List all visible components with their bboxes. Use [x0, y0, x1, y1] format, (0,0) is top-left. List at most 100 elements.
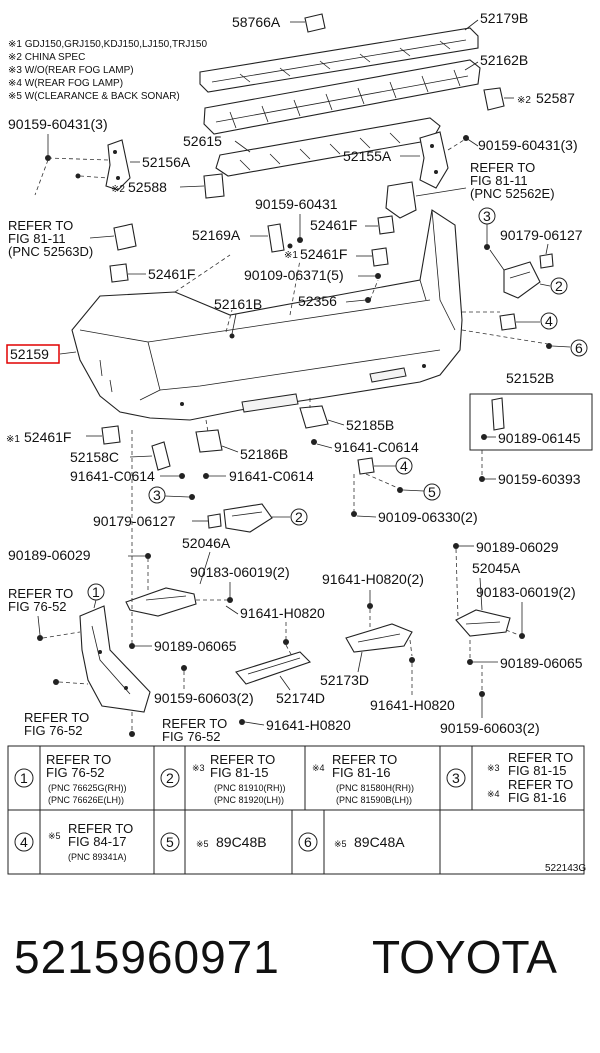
label-91641-H0820-2: 91641-H0820(2)	[322, 571, 424, 587]
part-52155A-side-retainer	[419, 131, 449, 189]
label-90109-06330: 90109-06330(2)	[378, 509, 478, 525]
part-52461F-upper	[377, 215, 395, 235]
callout-1: 1	[92, 584, 100, 600]
part-lamp-bracket-right	[385, 181, 417, 219]
label-52587: 52587	[536, 90, 575, 106]
label-90189-06029-right: 90189-06029	[476, 539, 559, 555]
svg-text:FIG 81-16: FIG 81-16	[332, 765, 391, 780]
label-52159-highlight: 52159	[10, 346, 49, 362]
mark-spec-52461F-d: ※1	[6, 434, 20, 445]
callout-3-upper: 3	[483, 208, 491, 224]
part-fog-lamp-right	[503, 261, 541, 299]
part-52046A-bracket	[125, 587, 197, 617]
diagram-id: 522143G	[545, 863, 586, 874]
label-90189-06065-right: 90189-06065	[500, 655, 583, 671]
part-sonar-bracket-right	[357, 457, 375, 475]
label-90183-06019-left: 90183-06019(2)	[190, 564, 290, 580]
label-52161B: 52161B	[214, 296, 262, 312]
legend-num-3: 3	[452, 770, 460, 786]
svg-text:FIG 81-16: FIG 81-16	[508, 790, 567, 805]
svg-text:REFER TO: REFER TO	[508, 777, 573, 792]
highlight-52159: 52159	[6, 344, 60, 364]
svg-text:(PNC 76626E(LH)): (PNC 76626E(LH))	[48, 795, 124, 805]
callout-4-upper: 4	[545, 313, 553, 329]
part-clip-90179-right	[539, 253, 554, 269]
svg-text:(PNC 52563D): (PNC 52563D)	[8, 244, 93, 259]
callout-2-upper: 2	[555, 278, 563, 294]
svg-text:REFER TO: REFER TO	[470, 160, 535, 175]
svg-text:REFER TO: REFER TO	[46, 752, 111, 767]
label-52173D: 52173D	[320, 672, 369, 688]
label-90179-06127-left: 90179-06127	[93, 513, 176, 529]
callout-6: 6	[575, 340, 583, 356]
part-mudguard-left	[79, 605, 151, 713]
svg-text:FIG 76-52: FIG 76-52	[8, 599, 67, 614]
spec-notes: ※1 GDJ150,GRJ150,KDJ150,LJ150,TRJ150 ※2 …	[8, 39, 207, 102]
svg-text:REFER TO: REFER TO	[210, 752, 275, 767]
svg-text:FIG 84-17: FIG 84-17	[68, 834, 127, 849]
label-90183-06019-right: 90183-06019(2)	[476, 584, 576, 600]
svg-text:REFER TO: REFER TO	[24, 710, 89, 725]
svg-text:REFER TO: REFER TO	[332, 752, 397, 767]
svg-text:FIG 76-52: FIG 76-52	[46, 765, 105, 780]
label-52162B: 52162B	[480, 52, 528, 68]
mark-china-52587: ※2	[517, 95, 531, 106]
label-52179B: 52179B	[480, 10, 528, 26]
legend-num-5: 5	[166, 834, 174, 850]
part-52158C-bracket	[151, 441, 171, 471]
label-91641-C0614-right: 91641-C0614	[334, 439, 419, 455]
note-3: ※3 W/O(REAR FOG LAMP)	[8, 65, 134, 76]
label-90159-60603-left: 90159-60603(2)	[154, 690, 254, 706]
label-90159-60431-left: 90159-60431(3)	[8, 116, 108, 132]
svg-text:FIG 76-52: FIG 76-52	[24, 723, 83, 738]
svg-text:REFER TO: REFER TO	[8, 586, 73, 601]
legend-table: 1 REFER TO FIG 76-52 (PNC 76625G(RH)) (P…	[7, 745, 585, 875]
label-91641-H0820-right: 91641-H0820	[370, 697, 455, 713]
part-52152B-bracket	[491, 397, 505, 431]
part-52587-cap	[483, 87, 505, 111]
part-sonar-sensor-right	[499, 313, 517, 331]
part-fog-lamp-left	[223, 503, 273, 533]
part-52159-rear-bumper-cover	[71, 209, 463, 421]
svg-text:(PNC 52562E): (PNC 52562E)	[470, 186, 555, 201]
svg-text:※4: ※4	[312, 763, 325, 773]
svg-text:FIG 81-11: FIG 81-11	[470, 173, 528, 188]
part-lamp-bracket-left	[113, 223, 137, 251]
label-90189-06029-left: 90189-06029	[8, 547, 91, 563]
note-4: ※4 W(REAR FOG LAMP)	[8, 78, 123, 89]
svg-text:(PNC 81920(LH)): (PNC 81920(LH))	[214, 795, 284, 805]
part-52461F-middle	[371, 247, 389, 267]
label-90189-06145: 90189-06145	[498, 430, 581, 446]
reference-fig-76-52-left: REFER TO FIG 76-52	[8, 586, 73, 614]
part-52045A-bracket	[455, 609, 511, 637]
svg-text:FIG 81-15: FIG 81-15	[210, 765, 269, 780]
svg-text:REFER TO: REFER TO	[68, 821, 133, 836]
svg-text:※4: ※4	[487, 789, 500, 799]
svg-text:(PNC 81580H(RH)): (PNC 81580H(RH))	[336, 783, 414, 793]
label-52174D: 52174D	[276, 690, 325, 706]
part-52169A-bracket	[267, 223, 285, 253]
label-52588: 52588	[128, 179, 167, 195]
svg-text:※3: ※3	[487, 763, 500, 773]
reference-fig-76-52-bottom: REFER TO FIG 76-52	[24, 710, 89, 738]
part-52173D-bracket	[345, 623, 413, 653]
reference-fig-81-11-right: REFER TO FIG 81-11 (PNC 52562E)	[470, 160, 555, 201]
label-90109-06371: 90109-06371(5)	[244, 267, 344, 283]
svg-text:FIG 76-52: FIG 76-52	[162, 729, 221, 744]
callout-3-lower: 3	[153, 487, 161, 503]
svg-text:FIG 81-15: FIG 81-15	[508, 763, 567, 778]
label-52046A: 52046A	[182, 535, 231, 551]
svg-text:(PNC 81590B(LH)): (PNC 81590B(LH))	[336, 795, 412, 805]
part-52156A-side-retainer	[105, 139, 131, 191]
label-52152B: 52152B	[506, 370, 554, 386]
label-90179-06127-right: 90179-06127	[500, 227, 583, 243]
part-52588-cap	[203, 173, 225, 199]
svg-text:※5: ※5	[196, 839, 209, 849]
reference-fig-81-11-left: REFER TO FIG 81-11 (PNC 52563D)	[8, 218, 93, 259]
label-90159-60431-right: 90159-60431(3)	[478, 137, 578, 153]
note-1: ※1 GDJ150,GRJ150,KDJ150,LJ150,TRJ150	[8, 39, 207, 50]
label-58766A: 58766A	[232, 14, 281, 30]
svg-text:(PNC 89341A): (PNC 89341A)	[68, 852, 127, 862]
callout-4-lower: 4	[400, 458, 408, 474]
label-91641-H0820-top: 91641-H0820	[240, 605, 325, 621]
